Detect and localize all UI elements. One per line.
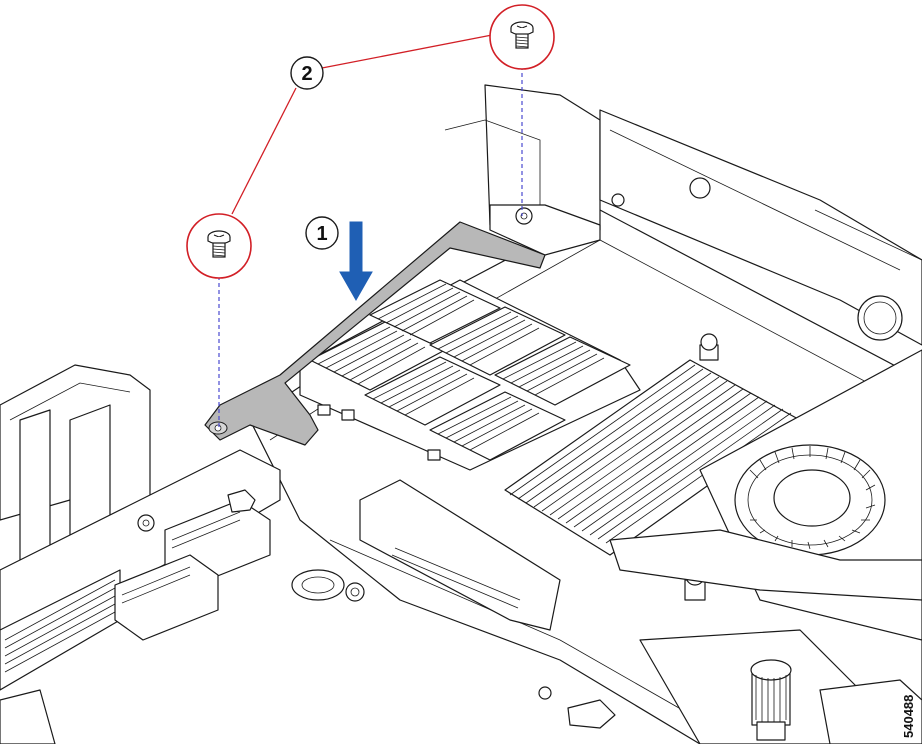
callout-2: 2	[290, 56, 324, 90]
figure-id: 540488	[901, 695, 916, 738]
screw-icon	[510, 21, 534, 49]
thumbscrew	[750, 659, 792, 741]
fan	[609, 349, 922, 641]
card-bracket	[204, 221, 546, 446]
connector-block-6	[494, 336, 631, 406]
connector-block-4	[429, 306, 566, 376]
callout-2-label: 2	[301, 63, 312, 85]
bracket-hole-left-center	[214, 424, 222, 432]
leader-line-right	[321, 34, 493, 69]
lower-tray	[291, 479, 922, 745]
connector-block-3	[364, 356, 501, 426]
callout-1-label: 1	[316, 223, 327, 245]
callout-1: 1	[305, 216, 339, 250]
connector-block-2	[369, 279, 501, 344]
card-connectors	[299, 279, 641, 471]
port-connectors	[114, 489, 271, 641]
down-arrow-icon	[339, 221, 373, 302]
screw-circle-left	[186, 213, 252, 279]
screw-circle-right	[489, 4, 555, 70]
riser-cage-left	[0, 364, 281, 745]
connector-block-5	[429, 391, 566, 461]
leader-line-left	[231, 87, 297, 215]
riser-cage-right	[444, 84, 922, 346]
screw-icon	[207, 230, 231, 258]
